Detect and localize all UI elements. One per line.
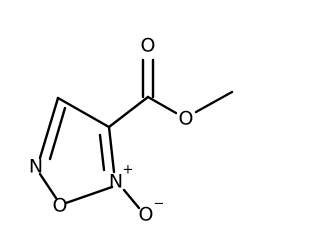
bond-n2-oxide	[122, 188, 141, 210]
ring-oxygen-label: O	[53, 195, 68, 217]
bond-n5-o1	[38, 172, 58, 200]
bond-o1-n2	[64, 185, 114, 205]
oxide-nitrogen-charge: +	[123, 163, 134, 178]
structure-diagram: O O N O N + O −	[28, 34, 234, 226]
ester-oxygen-label: O	[179, 108, 194, 130]
molecule-drawing: O O N O N + O −	[29, 35, 234, 226]
bond-n2-c3-double-outer	[107, 125, 116, 174]
bond-carbonyl-ester-o	[146, 95, 178, 115]
oxide-oxygen-charge: −	[154, 197, 165, 212]
bond-c4-n5-double-inner	[48, 106, 67, 161]
oxide-oxygen-label: O	[139, 204, 154, 226]
ring-nitrogen-label: N	[29, 156, 43, 178]
oxide-nitrogen-label: N	[109, 171, 123, 193]
bond-ester-o-methyl	[194, 90, 234, 114]
bond-n2-c3-double-inner	[98, 133, 106, 172]
bond-c4-c3	[56, 96, 111, 129]
bond-c3-carbonyl	[107, 95, 150, 129]
bond-c4-n5-double-outer	[38, 96, 60, 160]
carbonyl-oxygen-label: O	[141, 35, 156, 57]
